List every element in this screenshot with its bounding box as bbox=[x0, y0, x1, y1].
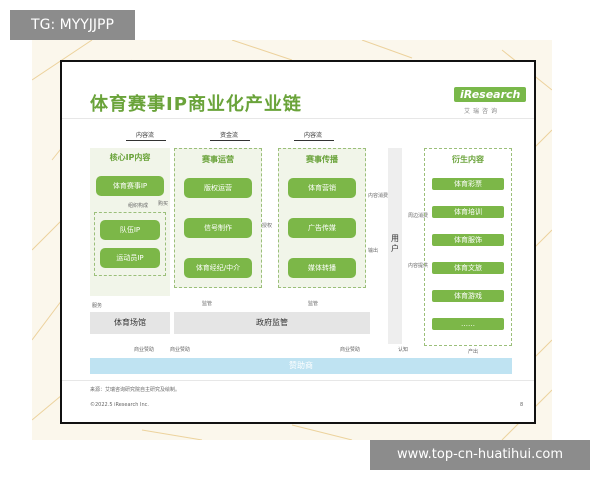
operation-item-1: 信号制作 bbox=[184, 218, 252, 238]
athlete-ip-box: 运动员IP bbox=[100, 248, 160, 268]
footer-divider bbox=[62, 380, 534, 381]
capital-flow-label: 资金流 bbox=[220, 132, 239, 139]
operation-item-2: 体育经纪/中介 bbox=[184, 258, 252, 278]
derivative-item-4: 体育游戏 bbox=[432, 290, 504, 302]
derivative-title: 衍生内容 bbox=[452, 155, 484, 164]
edge-supervise-1: 监管 bbox=[202, 301, 213, 307]
content-flow-arrow-2 bbox=[294, 140, 334, 141]
derivative-item-2: 体育服饰 bbox=[432, 234, 504, 246]
edge-output: 输出 bbox=[368, 248, 379, 254]
team-ip-box: 队伍IP bbox=[100, 220, 160, 240]
event-ip-box: 体育赛事IP bbox=[96, 176, 164, 196]
edge-content-consume: 内容消费 bbox=[368, 193, 389, 199]
derivative-panel bbox=[424, 148, 512, 346]
broadcast-item-1: 广告传媒 bbox=[288, 218, 356, 238]
brand-subtitle: 艾瑞咨询 bbox=[464, 108, 501, 115]
watermark-bottom-right: www.top-cn-huatihui.com bbox=[370, 440, 590, 470]
derivative-item-5: …… bbox=[432, 318, 504, 330]
core-ip-title: 核心IP内容 bbox=[109, 153, 151, 162]
copyright: ©2022.5 iResearch Inc. bbox=[90, 402, 149, 408]
derivative-item-3: 体育文旅 bbox=[432, 262, 504, 274]
slide-title: 体育赛事IP商业化产业链 bbox=[90, 94, 302, 115]
government-box: 政府监管 bbox=[174, 312, 370, 334]
broadcast-item-2: 媒体转播 bbox=[288, 258, 356, 278]
edge-content-provide: 内容提供 bbox=[408, 263, 429, 269]
content-flow-arrow bbox=[126, 140, 166, 141]
operation-title: 赛事运营 bbox=[202, 155, 234, 164]
edge-recognize: 认知 bbox=[398, 347, 409, 353]
edge-output-2: 产出 bbox=[468, 349, 479, 355]
edge-license: 授权 bbox=[262, 223, 273, 229]
source-note: 来源：艾瑞咨询研究院自主研究及绘制。 bbox=[90, 387, 181, 393]
venue-box: 体育场馆 bbox=[90, 312, 170, 334]
edge-commercial-sponsor-2: 商业赞助 bbox=[170, 347, 191, 353]
brand-logo: iResearch bbox=[454, 87, 527, 102]
title-divider bbox=[62, 118, 534, 119]
edge-product-consume: 周边消费 bbox=[408, 213, 429, 219]
watermark-top-left: TG: MYYJJPP bbox=[10, 10, 135, 40]
capital-flow-arrow bbox=[210, 140, 250, 141]
team-athlete-group bbox=[94, 212, 166, 276]
slide-frame: 体育赛事IP商业化产业链 iResearch 艾瑞咨询 内容流 资金流 内容流 … bbox=[60, 60, 536, 424]
content-flow-label: 内容流 bbox=[136, 132, 155, 139]
operation-item-0: 版权运营 bbox=[184, 178, 252, 198]
edge-buy: 购买 bbox=[158, 201, 169, 207]
broadcast-item-0: 体育营销 bbox=[288, 178, 356, 198]
derivative-item-0: 体育彩票 bbox=[432, 178, 504, 190]
edge-commercial-sponsor: 商业赞助 bbox=[134, 347, 155, 353]
derivative-item-1: 体育培训 bbox=[432, 206, 504, 218]
organization-note: 组织构成 bbox=[128, 203, 149, 209]
user-label: 用户 bbox=[391, 234, 399, 253]
edge-service: 服务 bbox=[92, 303, 103, 309]
page-number: 8 bbox=[520, 402, 524, 408]
user-column bbox=[388, 148, 402, 344]
broadcast-title: 赛事传播 bbox=[306, 155, 338, 164]
sponsor-bar: 赞助商 bbox=[90, 358, 512, 374]
edge-commercial-sponsor-3: 商业赞助 bbox=[340, 347, 361, 353]
edge-supervise-2: 监管 bbox=[308, 301, 319, 307]
content-flow-label-2: 内容流 bbox=[304, 132, 323, 139]
